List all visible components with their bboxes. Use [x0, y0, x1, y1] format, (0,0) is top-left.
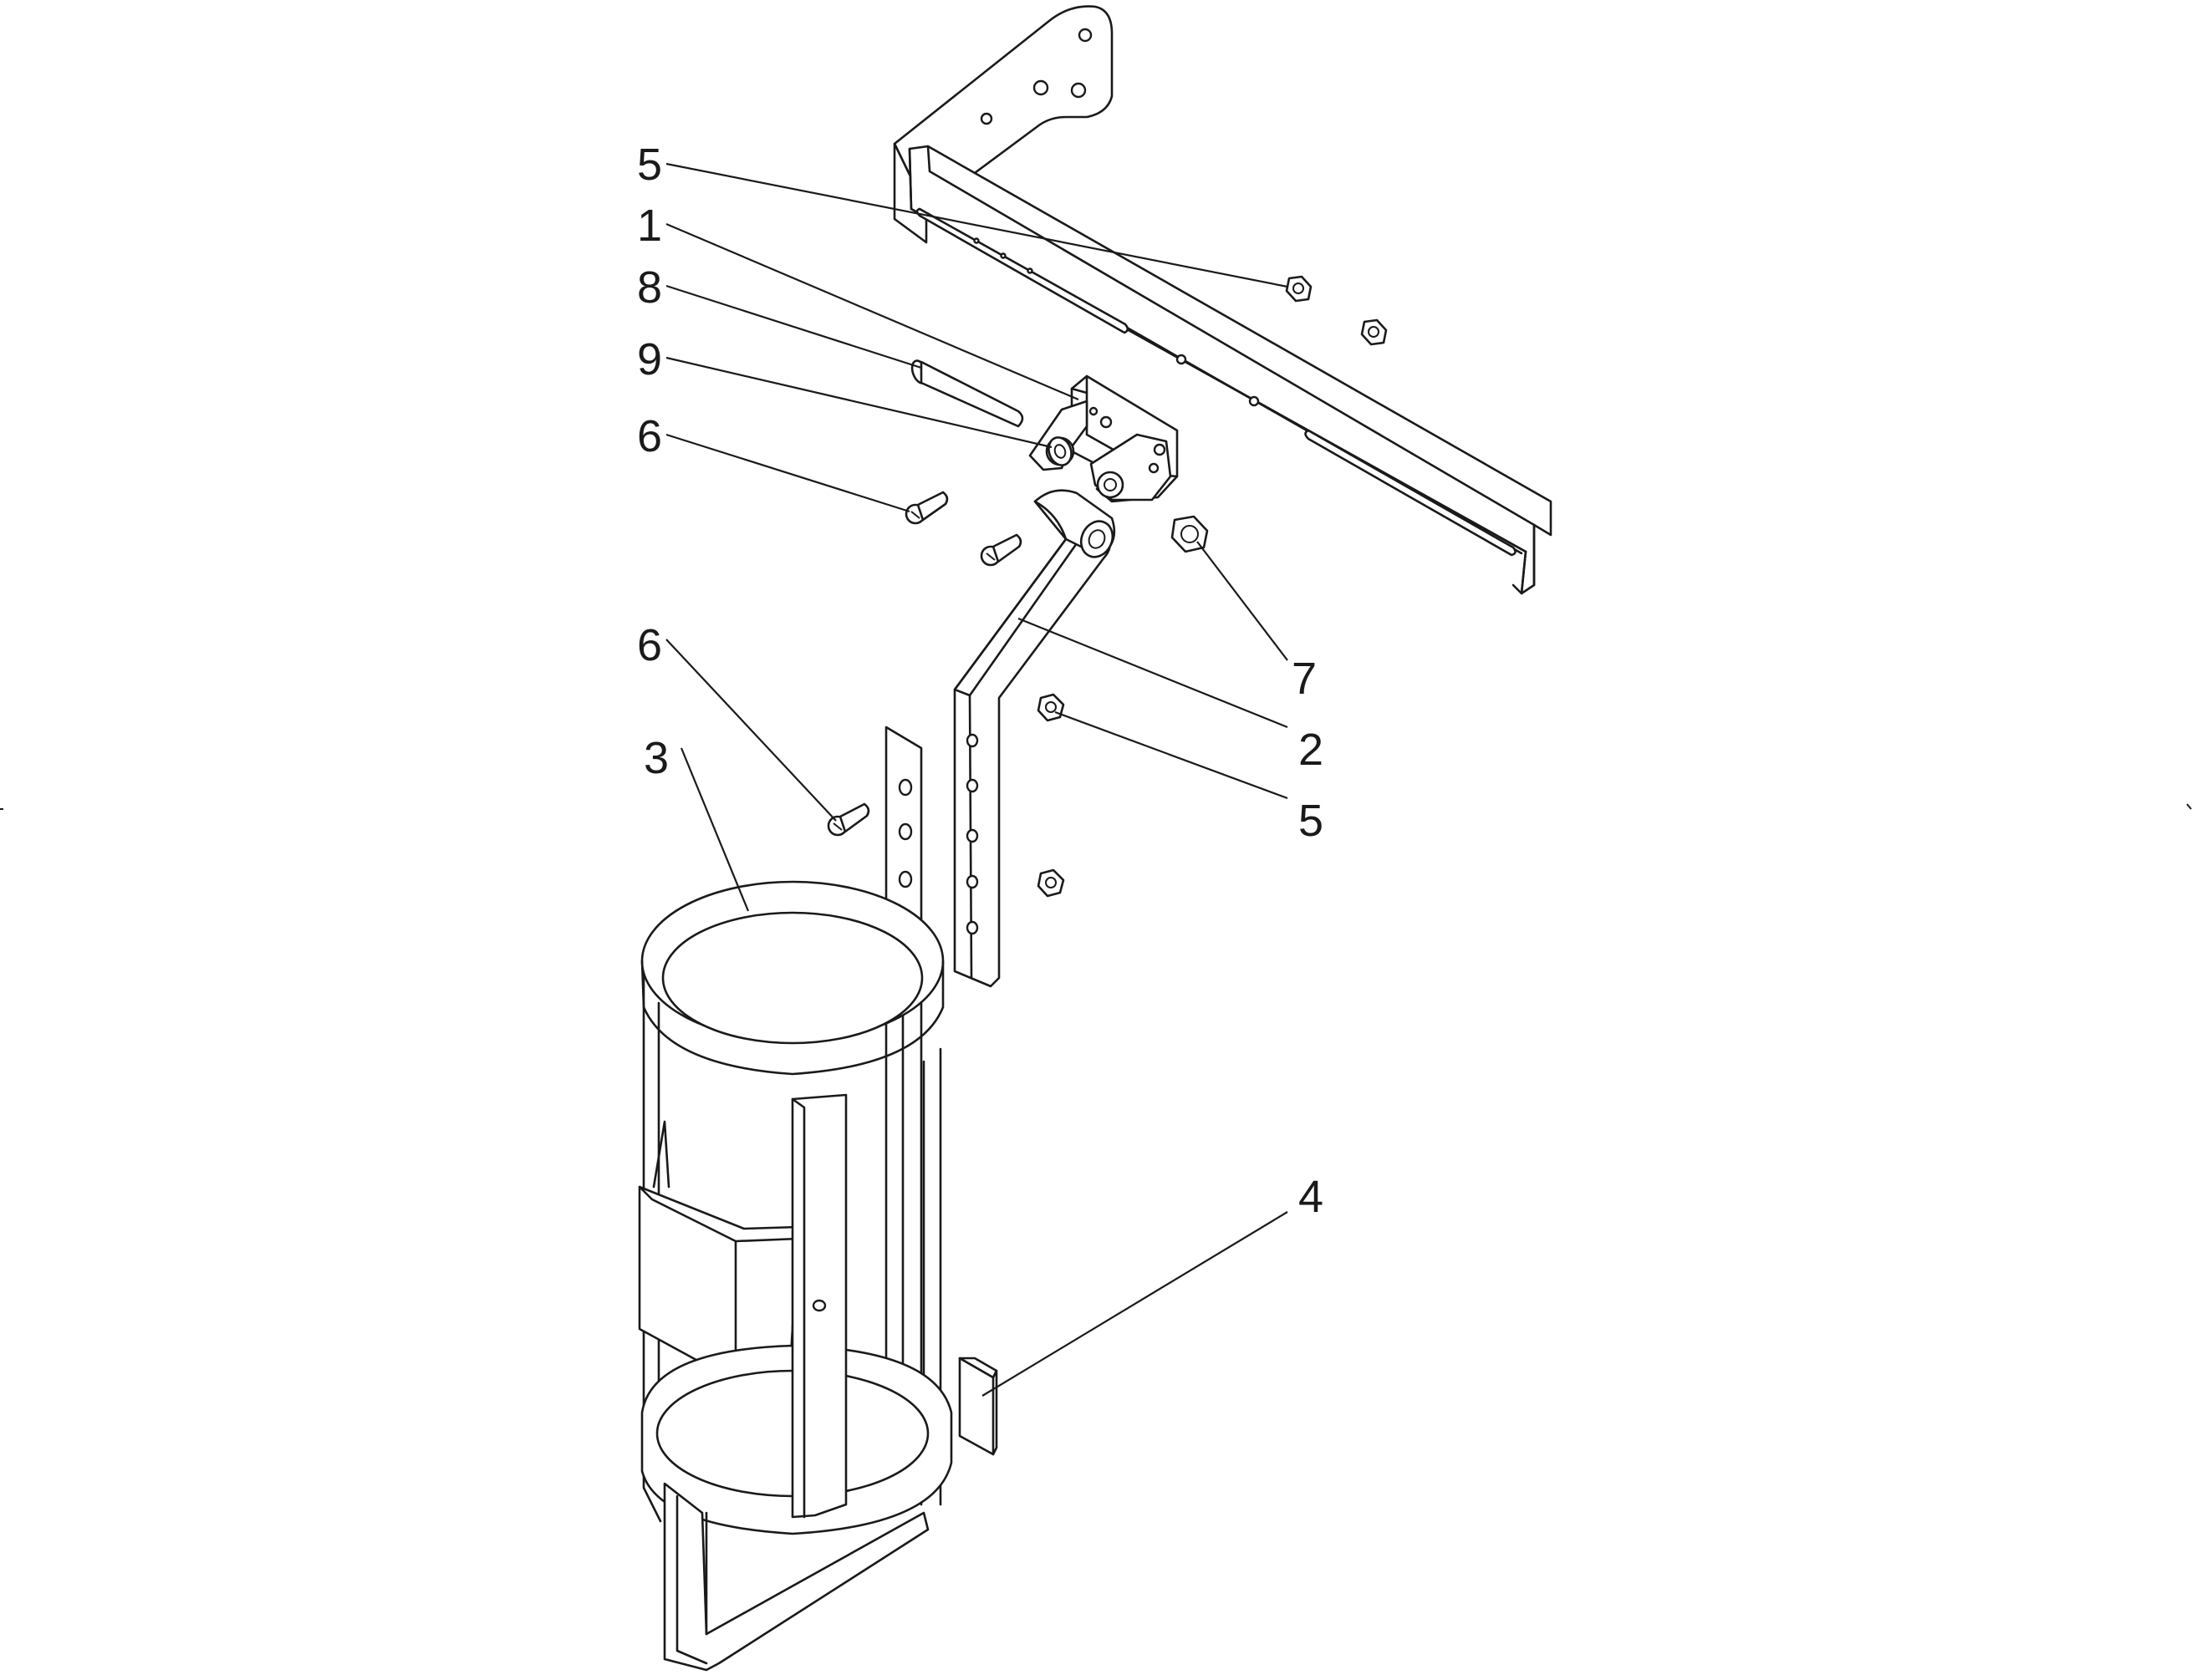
callout-6-lower: 6: [637, 620, 662, 670]
bolt-lower-1: [827, 802, 870, 837]
callout-4: 4: [1298, 1172, 1323, 1222]
leader-c2: [1017, 617, 1288, 729]
callout-3: 3: [644, 733, 669, 783]
bolt-middle: [980, 533, 1022, 567]
callout-5-upper: 5: [637, 140, 662, 190]
cylinder-holder: [638, 725, 953, 1672]
leader-c7: [1196, 541, 1288, 661]
hex-nut-arm-2: [1037, 868, 1065, 898]
rubber-pad: [958, 1357, 998, 1456]
hex-nut-arm-1: [1037, 693, 1065, 722]
callout-2: 2: [1298, 725, 1323, 775]
hex-nut-rail-2: [1360, 318, 1388, 346]
callout-7: 7: [1292, 654, 1317, 704]
bolt-upper-left: [905, 491, 949, 525]
washer: [1048, 436, 1073, 466]
callout-1: 1: [637, 201, 662, 251]
leader-c8: [665, 284, 922, 369]
callout-9: 9: [637, 334, 662, 384]
leader-c1: [665, 222, 1079, 401]
leader-c3: [680, 747, 750, 912]
leader-c5b: [1054, 710, 1288, 800]
edge-tick-right: [2186, 803, 2192, 810]
leader-c4: [981, 1211, 1288, 1397]
wall-rail-bracket: [893, 5, 1552, 595]
callout-6-upper: 6: [637, 411, 662, 461]
leader-c9: [665, 356, 1053, 449]
leader-c6a: [665, 433, 910, 513]
callout-5-lower: 5: [1298, 796, 1323, 846]
callout-8: 8: [637, 262, 662, 313]
leader-c6b: [665, 639, 837, 822]
leader-c5a: [665, 162, 1288, 288]
support-arm: [953, 489, 1116, 988]
hex-nut-rail-1: [1285, 275, 1313, 303]
